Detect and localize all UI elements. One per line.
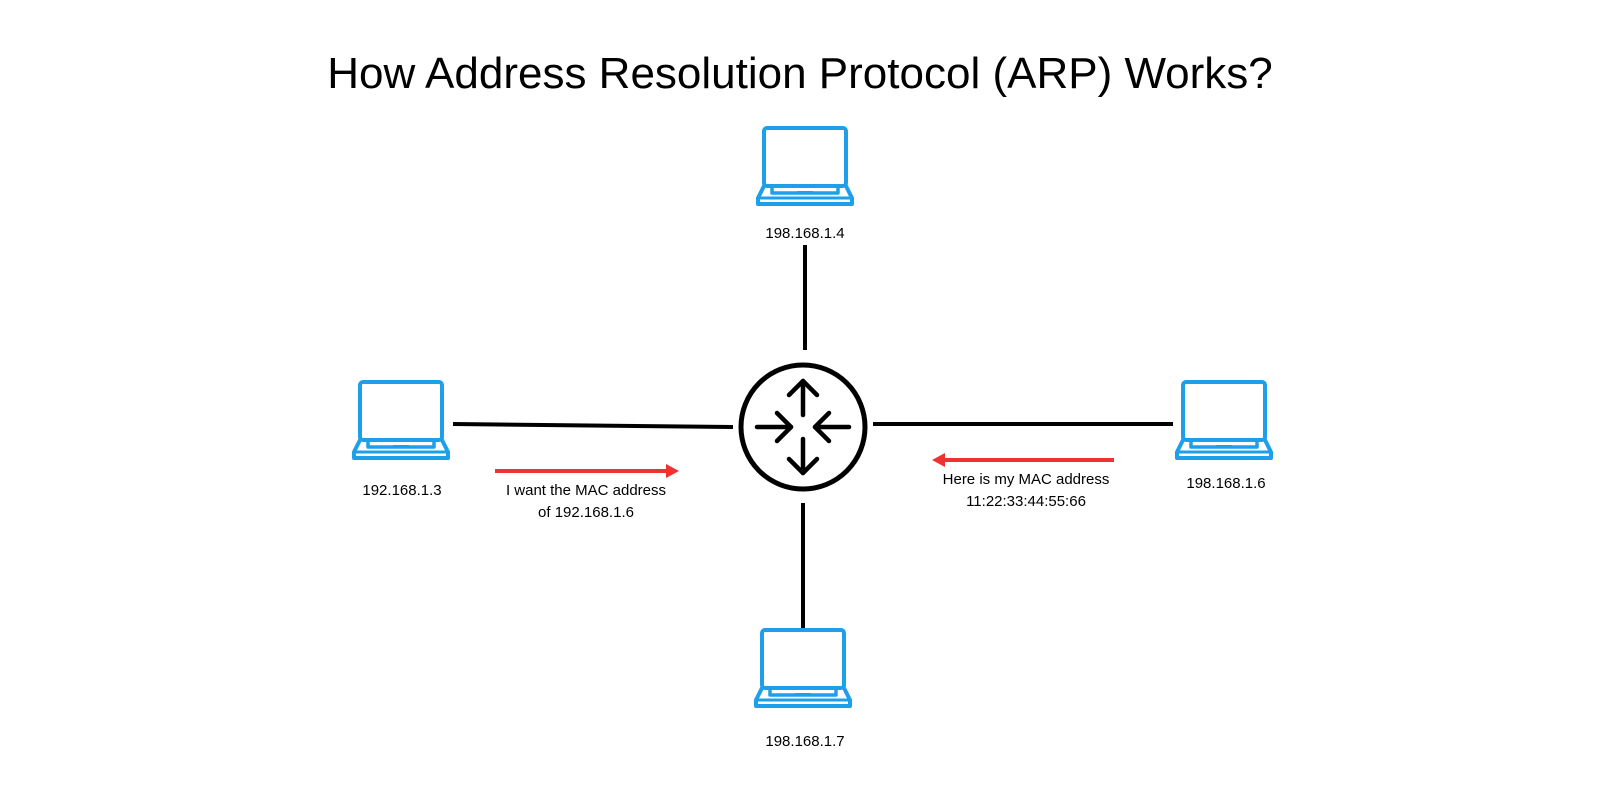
laptop-icon	[352, 380, 450, 460]
reply-message-line2: 11:22:33:44:55:66	[966, 493, 1086, 510]
reply-arrow	[932, 453, 1114, 467]
request-message-line1: I want the MAC address	[505, 482, 667, 499]
device-label-bottom: 198.168.1.7	[765, 733, 845, 750]
network-links	[452, 245, 1173, 628]
link-left	[452, 422, 734, 429]
router-icon	[738, 362, 868, 492]
laptop-icon	[756, 126, 854, 206]
request-message-line2: of 192.168.1.6	[538, 504, 634, 521]
device-label-right: 198.168.1.6	[1186, 475, 1266, 492]
laptop-icon	[754, 628, 852, 708]
device-label-left: 192.168.1.3	[362, 482, 442, 499]
request-arrow	[495, 464, 679, 478]
reply-message-line1: Here is my MAC address	[942, 471, 1110, 488]
reply-message: Here is my MAC address 11:22:33:44:55:66	[896, 469, 1156, 513]
diagram-title: How Address Resolution Protocol (ARP) Wo…	[327, 49, 1273, 98]
request-message: I want the MAC address of 192.168.1.6	[456, 480, 716, 524]
device-label-top: 198.168.1.4	[765, 225, 845, 242]
laptop-icon	[1175, 380, 1273, 460]
